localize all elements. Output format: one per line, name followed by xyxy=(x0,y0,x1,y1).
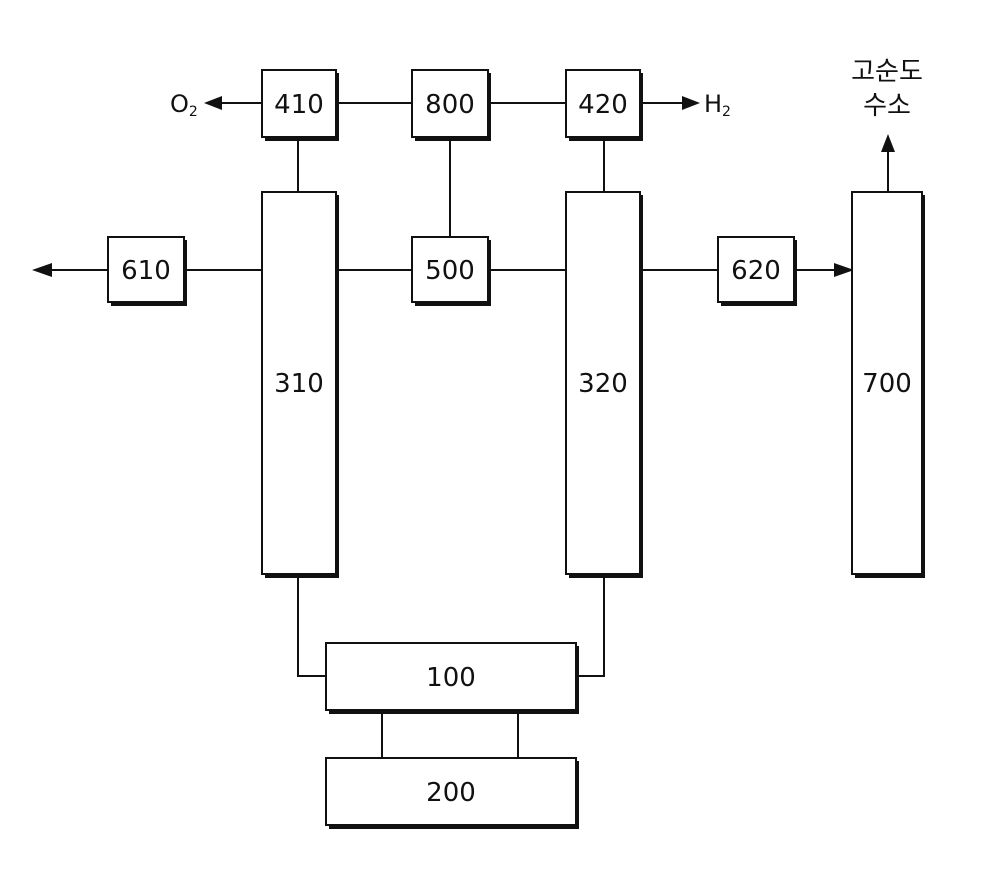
block-700-label: 700 xyxy=(862,369,912,399)
block-410: 410 xyxy=(262,70,339,141)
block-310: 310 xyxy=(262,192,339,578)
block-620-label: 620 xyxy=(731,256,781,286)
high-purity-label-line2: 수소 xyxy=(863,91,911,121)
block-800: 800 xyxy=(412,70,491,141)
hydrogen-output-label: H2 xyxy=(704,90,731,120)
arrow-h2-head xyxy=(682,96,700,110)
block-610-label: 610 xyxy=(121,256,171,286)
block-700: 700 xyxy=(852,192,925,578)
block-310-label: 310 xyxy=(274,369,324,399)
block-100-label: 100 xyxy=(426,663,476,693)
arrow-o2-head xyxy=(204,96,222,110)
arrow-610-out-head xyxy=(32,263,52,277)
arrow-700-up-head xyxy=(881,134,895,152)
block-320: 320 xyxy=(566,192,643,578)
block-620: 620 xyxy=(718,237,797,306)
block-420: 420 xyxy=(566,70,643,141)
block-420-label: 420 xyxy=(578,90,628,120)
block-500-label: 500 xyxy=(425,256,475,286)
line-320-100 xyxy=(576,574,604,676)
line-310-100 xyxy=(298,574,326,676)
block-410-label: 410 xyxy=(274,90,324,120)
block-500: 500 xyxy=(412,237,491,306)
block-320-label: 320 xyxy=(578,369,628,399)
oxygen-output-label: O2 xyxy=(170,90,198,120)
block-200-label: 200 xyxy=(426,778,476,808)
high-purity-label-line1: 고순도 xyxy=(851,57,923,87)
block-610: 610 xyxy=(108,237,187,306)
block-800-label: 800 xyxy=(425,90,475,120)
block-200: 200 xyxy=(326,758,579,829)
block-100: 100 xyxy=(326,643,579,714)
